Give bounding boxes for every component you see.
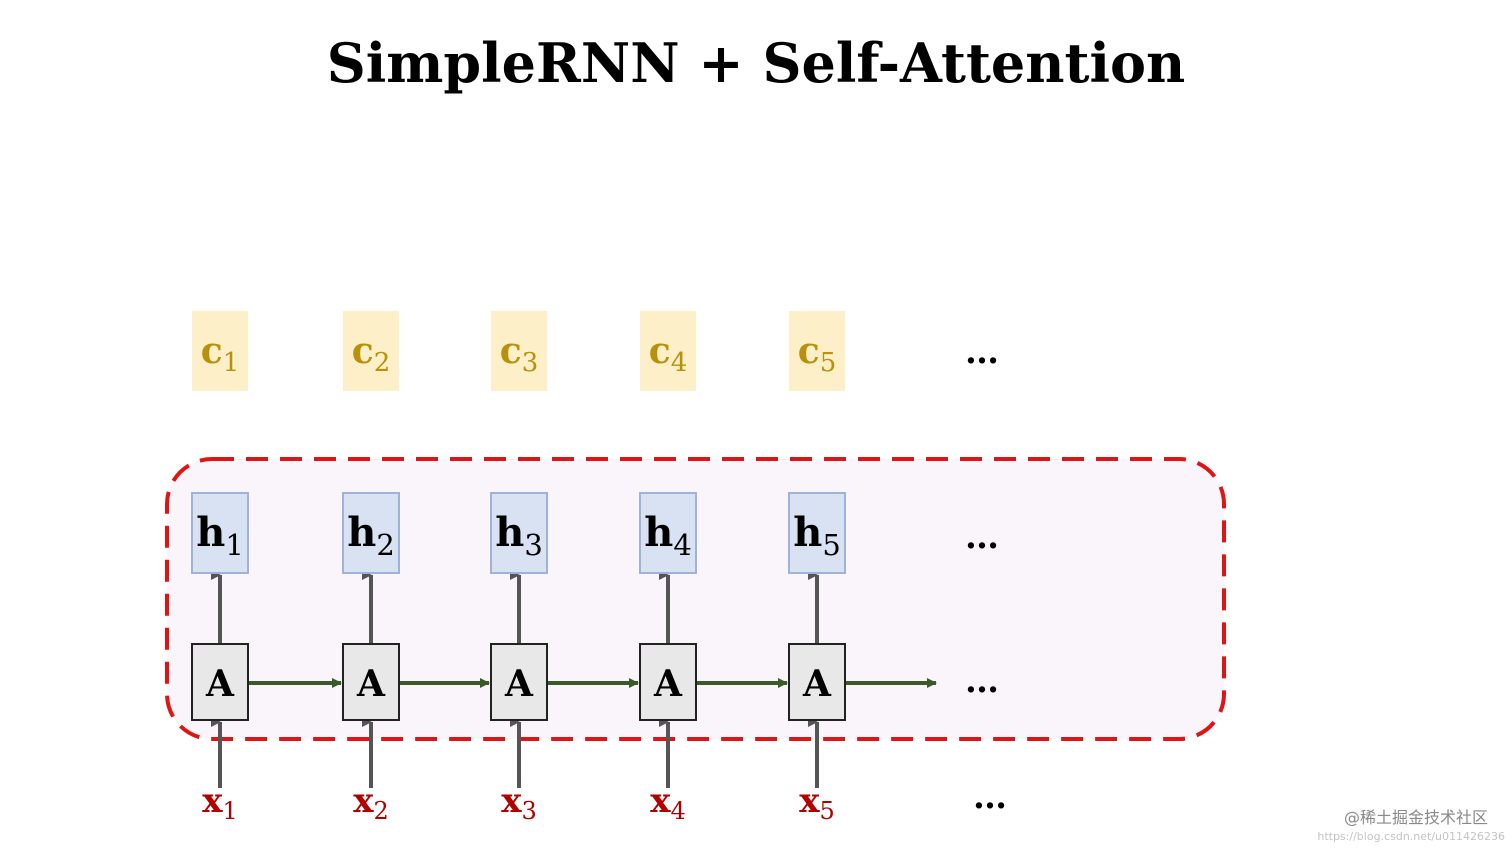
input-label-letter: x [353,781,374,821]
rnn-cell-label: A [205,663,235,705]
context-vector-label: c4 [649,330,687,378]
input-label: x3 [501,781,537,825]
hidden-state-label-subscript: 2 [376,528,394,562]
rnn-region-dashed-box [165,457,1226,741]
context-vector-label-letter: c [500,330,522,372]
input-label-subscript: 3 [522,797,537,825]
hidden-state-box [490,492,548,574]
hidden-state-box [788,492,846,574]
hidden-state-label-subscript: 4 [673,528,691,562]
input-label: x2 [353,781,389,825]
hidden-state-box [342,492,400,574]
context-vector-box [192,311,248,391]
rnn-cell-box [788,643,846,721]
hidden-state-label-subscript: 1 [225,528,243,562]
hidden-state-box [639,492,697,574]
input-label-subscript: 4 [671,797,686,825]
input-ellipsis: … [973,777,1007,817]
input-label-letter: x [799,781,820,821]
hidden-state-label: h2 [347,509,395,562]
arrows-layer [211,570,937,788]
rnn-cell-label: A [356,663,386,705]
context-vector-box [491,311,547,391]
context-vector-label: c5 [798,330,836,378]
hidden-ellipsis: … [965,517,999,557]
hidden-state-label-letter: h [347,509,376,556]
watermark-main: @稀土掘金技术社区 [1344,808,1488,827]
hidden-state-label: h3 [495,509,543,562]
hidden-state-label-subscript: 3 [524,528,542,562]
hidden-state-box [191,492,249,574]
context-vector-label-letter: c [352,330,374,372]
context-vector-label-subscript: 4 [671,348,688,378]
context-vector-label: c3 [500,330,538,378]
context-vector-label-subscript: 5 [820,348,837,378]
cell-ellipsis: … [965,661,999,701]
rnn-cell-box [342,643,400,721]
diagram-title: SimpleRNN + Self-Attention [327,31,1186,95]
input-label-letter: x [202,781,223,821]
hidden-state-label: h5 [793,509,841,562]
context-vector-label-subscript: 1 [223,348,240,378]
input-label-letter: x [650,781,671,821]
input-label: x1 [202,781,238,825]
input-label-subscript: 1 [223,797,238,825]
context-vector-box [640,311,696,391]
hidden-state-label: h4 [644,509,692,562]
input-label-subscript: 2 [374,797,389,825]
context-vector-label-letter: c [798,330,820,372]
context-ellipsis: … [965,332,999,372]
rnn-cell-box [490,643,548,721]
hidden-state-label-letter: h [495,509,524,556]
hidden-state-label-letter: h [196,509,225,556]
input-label: x4 [650,781,686,825]
context-vector-label-subscript: 2 [374,348,391,378]
context-vector-box [343,311,399,391]
rnn-cell-label: A [504,663,534,705]
hidden-state-label: h1 [196,509,244,562]
context-vector-box [789,311,845,391]
context-vector-label: c2 [352,330,390,378]
context-vector-label: c1 [201,330,239,378]
context-vector-label-subscript: 3 [522,348,539,378]
input-label-letter: x [501,781,522,821]
input-label-subscript: 5 [820,797,835,825]
rnn-cell-box [191,643,249,721]
rnn-cell-label: A [653,663,683,705]
hidden-state-label-letter: h [793,509,822,556]
hidden-state-label-letter: h [644,509,673,556]
input-label: x5 [799,781,835,825]
context-vector-label-letter: c [201,330,223,372]
watermark-url: https://blog.csdn.net/u011426236 [1317,830,1505,843]
rnn-cell-box [639,643,697,721]
hidden-state-label-subscript: 5 [822,528,840,562]
rnn-cell-label: A [802,663,832,705]
context-vector-label-letter: c [649,330,671,372]
